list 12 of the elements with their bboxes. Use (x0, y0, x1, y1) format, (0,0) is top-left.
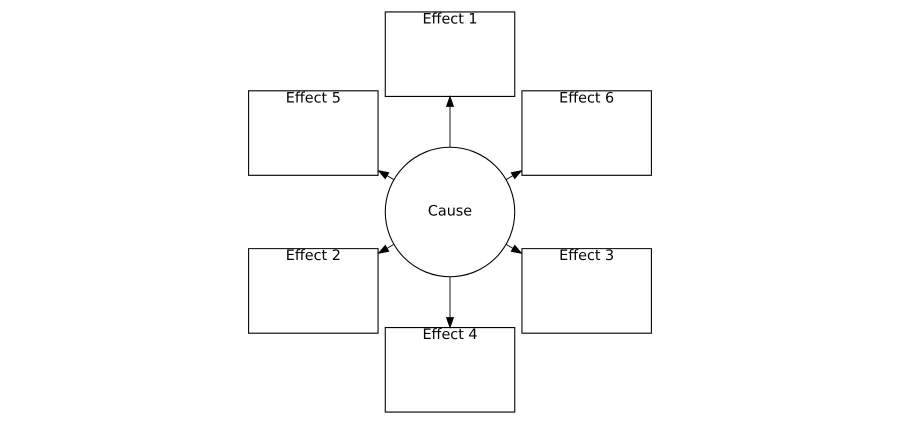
arrow (376, 244, 394, 254)
arrow (445, 276, 454, 329)
arrow (376, 170, 394, 180)
node-box: Effect 5 (248, 90, 378, 176)
node-box: Effect 6 (520, 90, 652, 176)
node-box: Effect 1 (384, 11, 515, 97)
node-box: Effect 2 (248, 248, 378, 334)
node-box: Effect 3 (520, 248, 652, 334)
node-box: Effect 4 (384, 327, 515, 413)
arrow (445, 95, 454, 148)
arrow (505, 170, 522, 180)
arrow (505, 244, 522, 254)
